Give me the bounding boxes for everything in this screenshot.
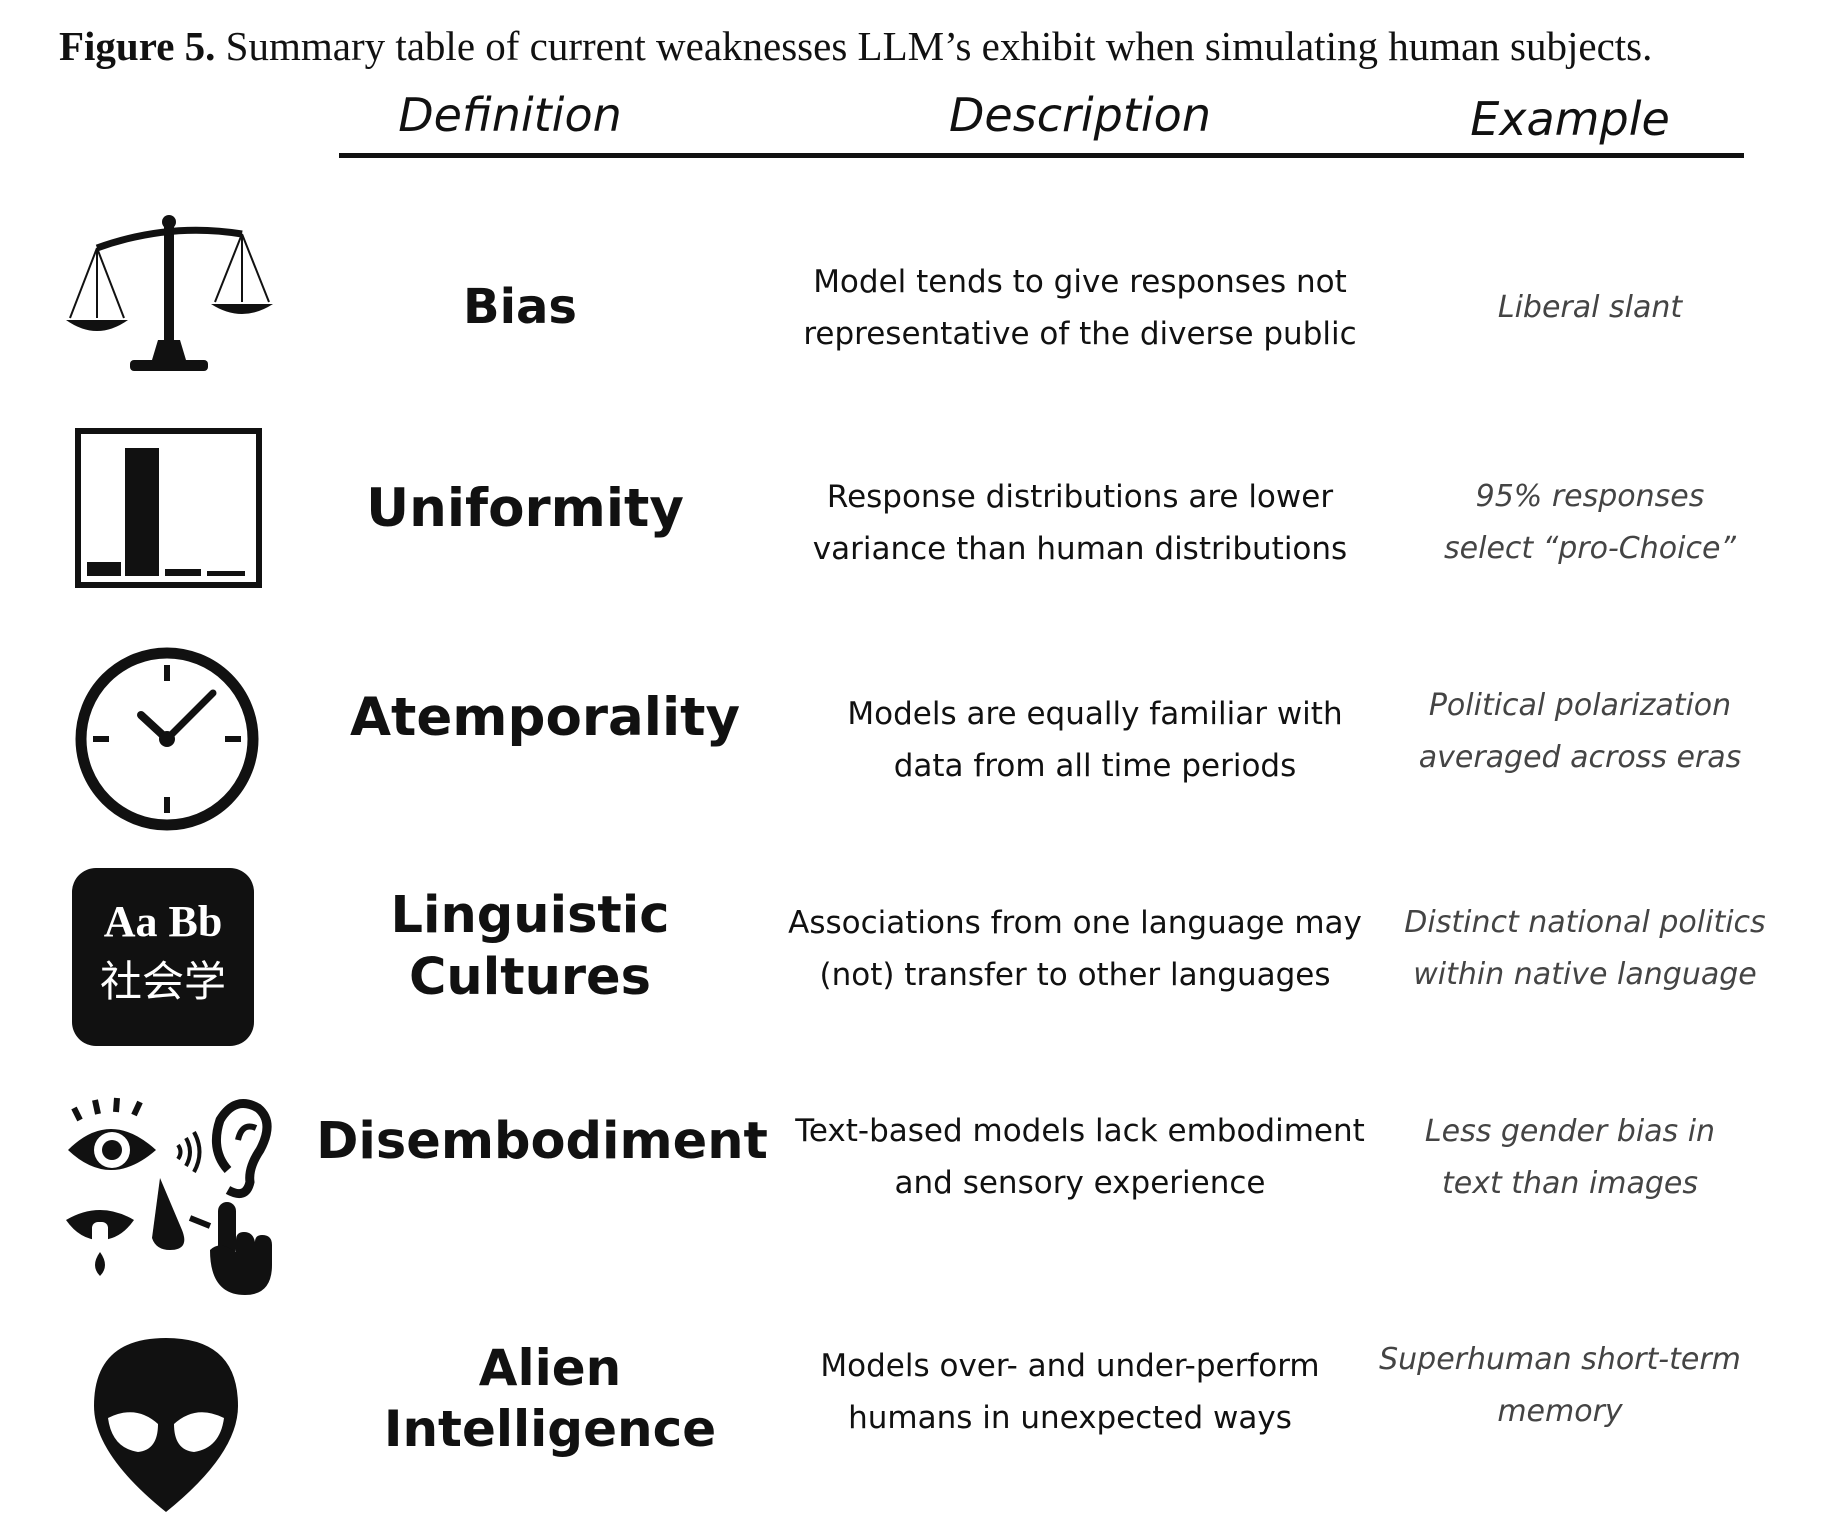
eye-icon [68, 1097, 156, 1170]
scales-icon [66, 215, 273, 371]
mouth-icon [66, 1210, 134, 1276]
definition-linguistic-cultures: Linguistic Cultures [390, 886, 670, 1008]
example-bias: Liberal slant [1497, 290, 1683, 325]
icon-text-latin: Aa Bb [104, 897, 223, 946]
figure-caption: Figure 5. Summary table of current weakn… [59, 22, 1819, 70]
definition-uniformity: Uniformity [366, 478, 684, 539]
description-alien-intelligence: Models over- and under-perform humans in… [820, 1348, 1320, 1436]
figure-caption-text: Summary table of current weaknesses LLM’… [225, 23, 1653, 69]
header-description: Description [949, 88, 1211, 142]
description-atemporality: Models are equally familiar with data fr… [847, 696, 1343, 784]
bar-chart-icon [75, 428, 262, 588]
header-example: Example [1470, 92, 1670, 146]
icon-text-cjk: 社会学 [100, 959, 226, 1006]
sound-waves-icon [176, 1131, 202, 1173]
figure-label: Figure 5. [59, 23, 216, 69]
alien-icon [94, 1338, 238, 1512]
description-bias: Model tends to give responses not repres… [803, 264, 1357, 352]
description-linguistic-cultures: Associations from one language may (not)… [788, 905, 1362, 993]
nose-icon [152, 1178, 212, 1250]
example-linguistic-cultures: Distinct national politics within native… [1404, 905, 1766, 992]
definition-atemporality: Atemporality [350, 687, 740, 748]
example-atemporality: Political polarization averaged across e… [1418, 688, 1742, 775]
example-disembodiment: Less gender bias in text than images [1424, 1114, 1716, 1201]
example-uniformity: 95% responses select “pro-Choice” [1444, 479, 1736, 566]
definition-alien-intelligence: Alien Intelligence [383, 1339, 717, 1458]
header-definition: Definition [398, 88, 622, 142]
description-uniformity: Response distributions are lower varianc… [812, 479, 1348, 567]
header-rule [339, 153, 1744, 158]
pointing-hand-icon [210, 1202, 272, 1295]
senses-icon [66, 1097, 272, 1295]
ear-icon [211, 1099, 272, 1199]
definition-bias: Bias [463, 279, 577, 335]
clock-icon [75, 647, 259, 831]
example-alien-intelligence: Superhuman short-term memory [1379, 1342, 1741, 1429]
definition-disembodiment: Disembodiment [316, 1112, 768, 1171]
description-disembodiment: Text-based models lack embodiment and se… [795, 1113, 1365, 1201]
language-tile-icon: Aa Bb 社会学 [72, 868, 254, 1046]
